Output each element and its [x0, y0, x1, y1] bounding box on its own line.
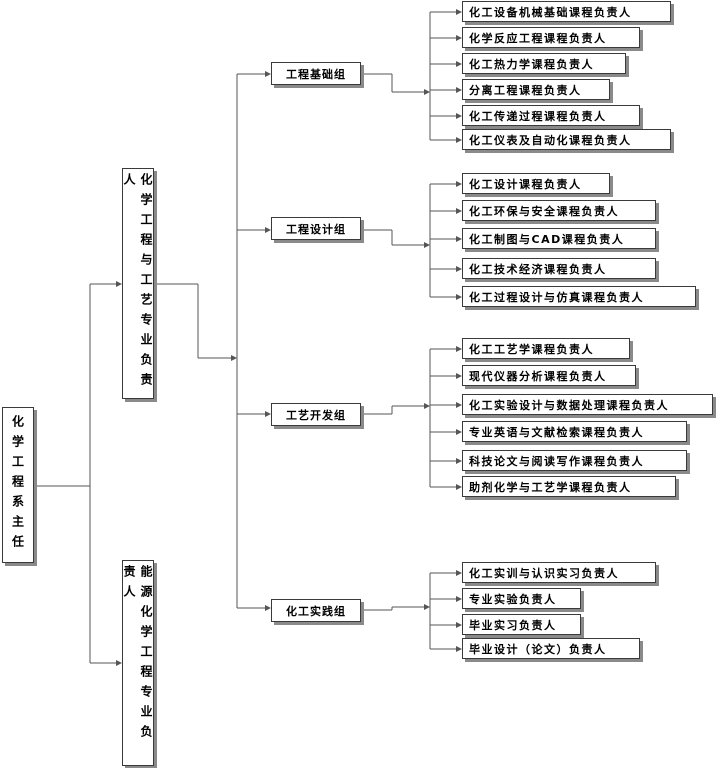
group-node-practice: 化工实践组 [271, 599, 361, 622]
leaf-node: 专业英语与文献检索课程负责人 [462, 421, 687, 442]
arrow-head [456, 181, 462, 187]
arrow-head [456, 484, 462, 490]
leaf-node: 毕业实习负责人 [462, 614, 581, 635]
arrow-head [424, 89, 430, 95]
arrow-head [456, 35, 462, 41]
arrow-head [456, 294, 462, 300]
leaf-node: 化学反应工程课程负责人 [462, 27, 640, 48]
arrow-head [456, 9, 462, 15]
arrow-head [456, 346, 462, 352]
leaf-node: 分离工程课程负责人 [462, 79, 610, 100]
leaf-node: 现代仪器分析课程负责人 [462, 365, 636, 386]
arrow-head [265, 71, 271, 77]
arrow-head [456, 236, 462, 242]
arrow-head [456, 137, 462, 143]
leaf-node: 化工制图与CAD课程负责人 [462, 228, 656, 249]
leaf-node: 化工环保与安全课程负责人 [462, 200, 656, 221]
leaf-node: 化工实验设计与数据处理课程负责人 [462, 394, 713, 415]
leaf-node: 毕业设计（论文）负责人 [462, 638, 640, 659]
arrow-head [456, 402, 462, 408]
arrow-head [456, 87, 462, 93]
leaf-node: 化工工艺学课程负责人 [462, 338, 630, 359]
arrow-head [231, 355, 237, 361]
arrow-head [456, 646, 462, 652]
arrow-head [265, 605, 271, 611]
leaf-node: 化工实训与认识实习负责人 [462, 562, 656, 583]
arrow-head [424, 604, 430, 610]
leaf-node: 化工过程设计与仿真课程负责人 [462, 286, 696, 307]
leaf-node: 专业实验负责人 [462, 588, 581, 609]
arrow-head [265, 411, 271, 417]
leaf-node: 化工技术经济课程负责人 [462, 258, 656, 279]
arrow-head [265, 227, 271, 233]
arrow-head [116, 660, 122, 666]
arrow-head [456, 622, 462, 628]
arrow-head [116, 281, 122, 287]
arrow-head [456, 208, 462, 214]
arrow-head [456, 596, 462, 602]
major-node-energy-chemical: 能源化学工程专业负责人 [122, 560, 154, 766]
group-node-engineering-design: 工程设计组 [271, 217, 361, 240]
group-node-process-development: 工艺开发组 [271, 403, 361, 426]
arrow-head [456, 373, 462, 379]
leaf-node: 化工热力学课程负责人 [462, 53, 626, 74]
leaf-node: 助剂化学与工艺学课程负责人 [462, 476, 676, 497]
arrow-head [456, 61, 462, 67]
leaf-node: 科技论文与阅读写作课程负责人 [462, 450, 687, 471]
leaf-node: 化工仪表及自动化课程负责人 [462, 129, 671, 150]
arrow-head [456, 429, 462, 435]
leaf-node: 化工设计课程负责人 [462, 173, 610, 194]
root-node: 化学工程系主任 [2, 407, 34, 563]
arrow-head [424, 403, 430, 409]
leaf-node: 化工设备机械基础课程负责人 [462, 1, 671, 22]
major-node-chemical-engineering: 化学工程与工艺专业负责人 [122, 168, 154, 399]
arrow-head [456, 266, 462, 272]
arrow-head [456, 458, 462, 464]
leaf-node: 化工传递过程课程负责人 [462, 105, 640, 126]
arrow-head [456, 570, 462, 576]
arrow-head [424, 242, 430, 248]
group-node-engineering-basics: 工程基础组 [271, 62, 361, 85]
arrow-head [456, 113, 462, 119]
